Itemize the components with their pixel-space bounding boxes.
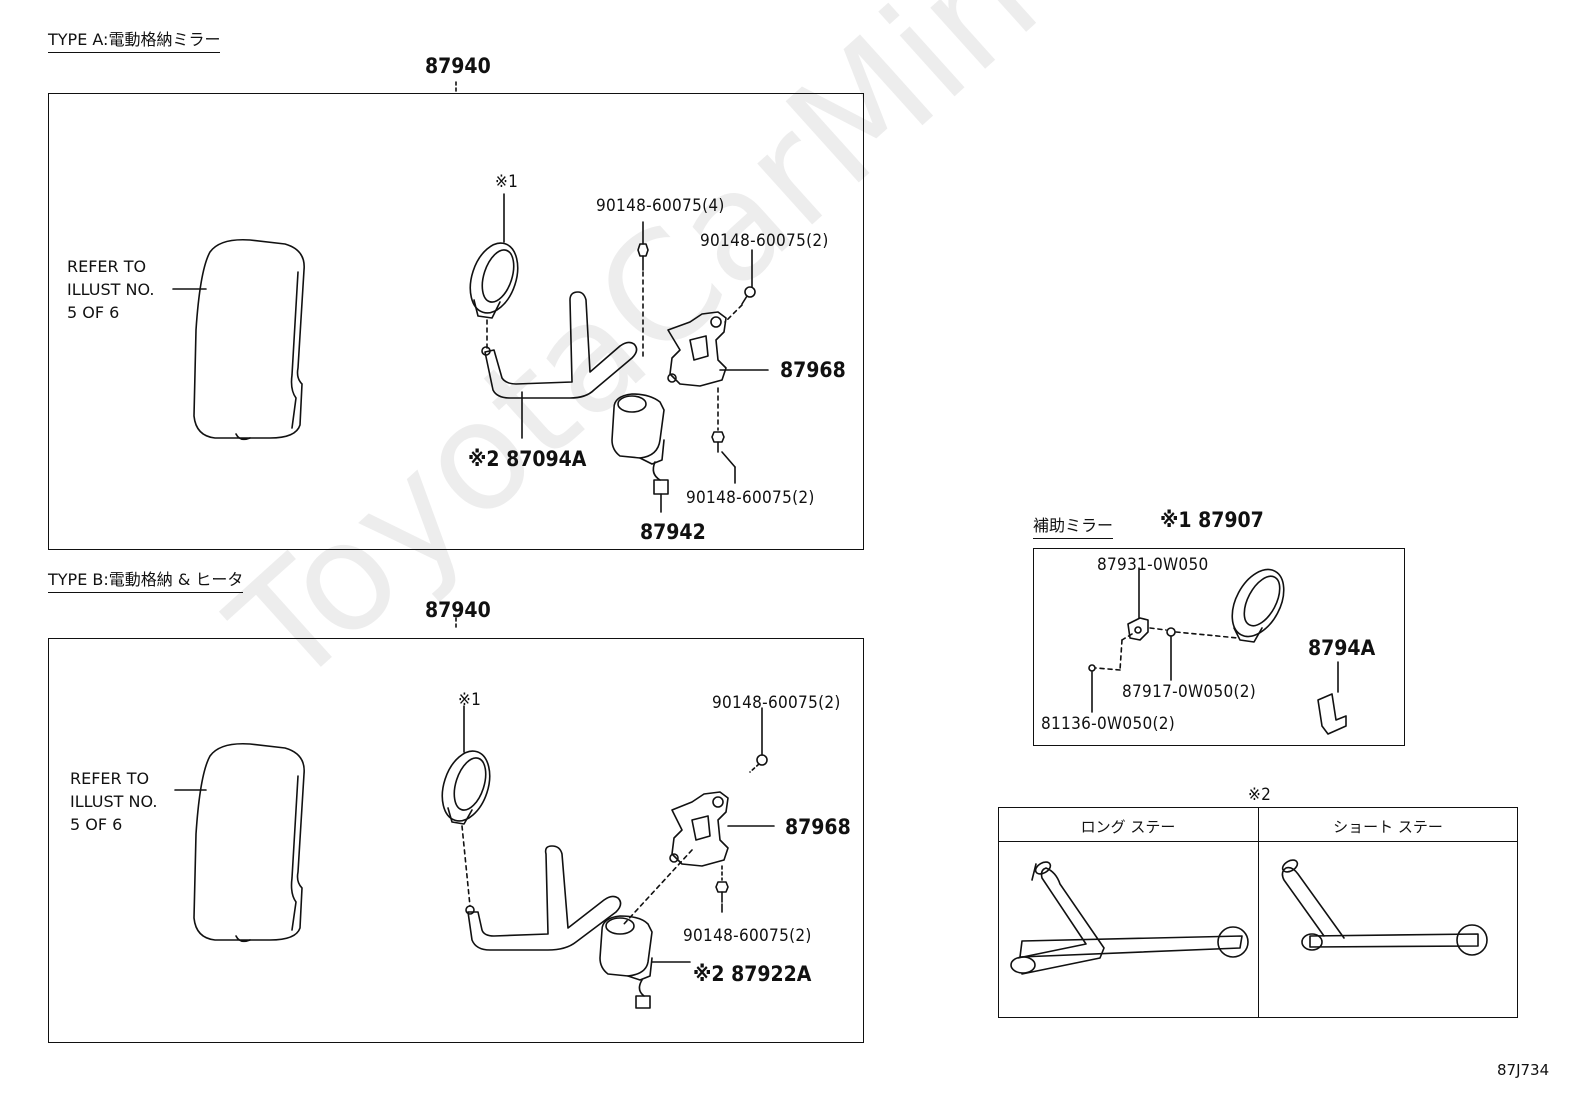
type-b-heading: TYPE B:電動格納 & ヒータ [48,566,244,593]
aux-part-87931: 87931-0W050 [1097,555,1209,575]
aux-mirror-frame [1033,548,1405,746]
bracket-icon [669,791,729,867]
aux-part-87917: 87917-0W050(2) [1122,682,1257,702]
aux-clamp-icon [1317,693,1347,735]
motor-icon [599,915,653,1009]
aux-bracket-icon [1127,617,1149,641]
type-b-assembly-number: 87940 [425,598,491,622]
short-stay-icon [1281,859,1488,956]
stay-table-column-rule [1258,807,1259,1018]
stay-tube-icon [465,845,622,951]
type-b-refer-note: REFER TO ILLUST NO. 5 OF 6 [70,769,158,834]
type-a-bracket-number: 87968 [780,358,846,382]
type-b-bolt-top: 90148-60075(2) [712,693,841,713]
mirror-housing-icon [193,742,305,943]
long-stay-icon [1010,861,1249,975]
type-a-frame [48,93,864,550]
mirror-housing-icon [193,238,305,441]
type-a-bolt-bottom: 90148-60075(2) [686,488,815,508]
bolt-icon [711,431,725,453]
aux-part-81136: 81136-0W050(2) [1041,714,1176,734]
type-a-refer-note: REFER TO ILLUST NO. 5 OF 6 [67,257,155,322]
stay-tube-icon [481,291,638,399]
aux-mirror-head-icon [1231,568,1285,643]
type-a-bolt-right: 90148-60075(2) [700,231,829,251]
type-b-frame [48,638,864,1043]
bolt-icon [741,286,756,305]
type-a-assembly-number: 87940 [425,54,491,78]
aux-part-8794a: 8794A [1308,636,1376,660]
sub-mirror-head-icon [469,242,519,319]
type-b-bracket-number: 87968 [785,815,851,839]
bolt-icon [715,881,729,903]
type-a-mark1: ※1 [495,172,519,192]
aux-mirror-assembly-number: ※1 87907 [1160,508,1264,532]
type-b-bolt-bottom: 90148-60075(2) [683,926,812,946]
type-a-heading: TYPE A:電動格納ミラー [48,26,221,53]
stay-table-header-long: ロング ステー [1080,818,1176,836]
sub-mirror-head-icon [441,750,491,825]
type-a-motor-number: 87942 [640,520,706,544]
bolt-icon [637,243,649,271]
type-b-mark1: ※1 [458,690,482,710]
stay-table-header-short: ショート ステー [1333,818,1443,836]
motor-icon [611,393,669,495]
bracket-icon [667,311,727,387]
stay-table-mark2: ※2 [1248,785,1272,805]
type-a-stay-number: ※2 87094A [468,447,587,471]
aux-mirror-heading: 補助ミラー [1033,512,1114,539]
type-b-motor-number: ※2 87922A [693,962,812,986]
drawing-id: 87J734 [1497,1061,1550,1079]
type-a-bolt-top: 90148-60075(4) [596,196,725,216]
